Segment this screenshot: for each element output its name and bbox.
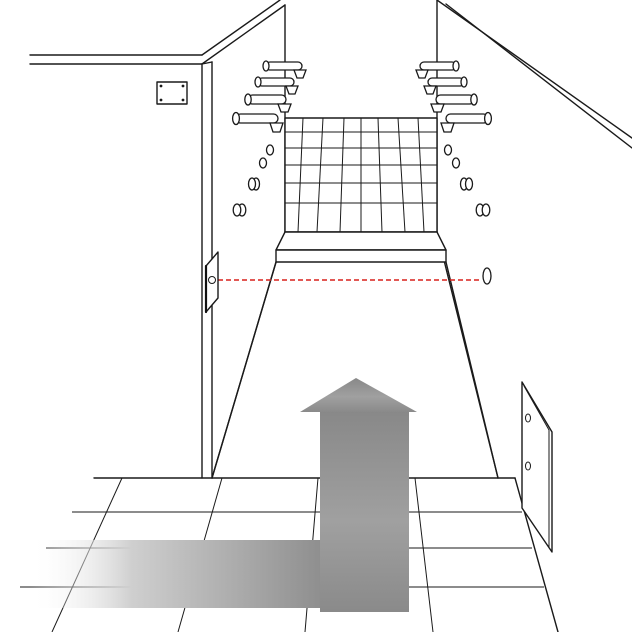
chamber-threshold xyxy=(275,231,447,263)
left-air-nozzles xyxy=(231,60,307,133)
left-wall-vents xyxy=(232,144,275,217)
left-inner-wall xyxy=(201,4,286,479)
nozzle-left-4 xyxy=(231,111,284,133)
chamber-floor-grid xyxy=(284,117,438,233)
exit-door xyxy=(521,381,553,553)
nozzle-right-1 xyxy=(415,60,460,79)
sensor-receiver xyxy=(482,267,492,285)
left-outer-wall xyxy=(29,0,286,65)
nozzle-right-2 xyxy=(423,76,468,95)
nozzle-left-3 xyxy=(244,93,292,113)
right-air-nozzles xyxy=(415,60,493,133)
sensor-emitter xyxy=(204,251,219,314)
right-wall-vents xyxy=(443,144,491,217)
nozzle-left-2 xyxy=(254,76,299,95)
nozzle-right-3 xyxy=(430,93,478,113)
entry-walkway xyxy=(211,261,499,479)
nozzle-right-4 xyxy=(440,111,493,133)
nozzle-left-1 xyxy=(262,60,307,79)
flow-direction-arrow xyxy=(30,378,417,612)
access-panel xyxy=(156,81,188,105)
